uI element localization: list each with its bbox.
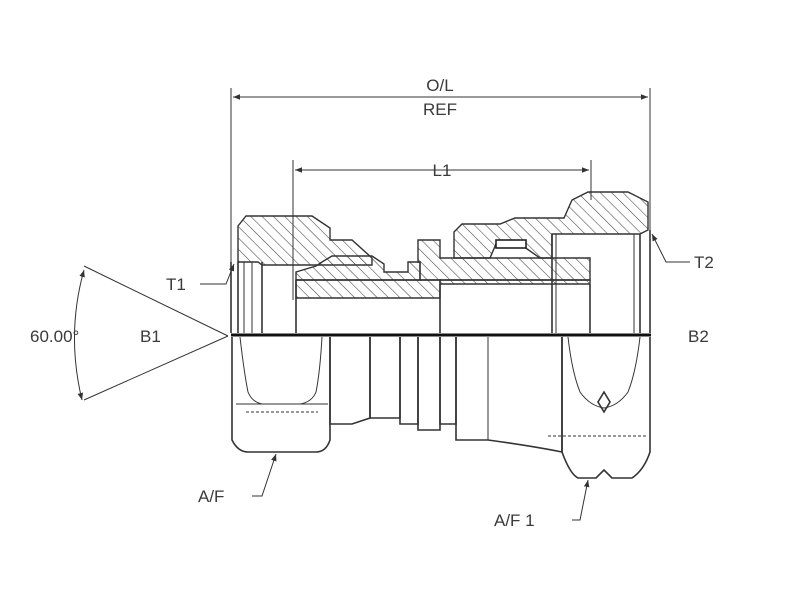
thread-2-label: T2	[694, 253, 714, 272]
left-nut-section	[237, 215, 373, 266]
across-flats-label: A/F	[198, 487, 224, 506]
reference-label: REF	[423, 100, 457, 119]
body-bore-wall	[295, 279, 441, 299]
overall-length-dimension	[230, 88, 651, 262]
across-flats-1-leader	[572, 479, 590, 521]
body-hex	[417, 337, 441, 431]
body-step-3	[399, 337, 419, 425]
across-flats-leader	[252, 453, 277, 497]
left-body-seat	[295, 255, 421, 281]
overall-length-label: O/L	[426, 76, 453, 95]
right-hex-nut	[561, 337, 651, 479]
left-hex-nut	[231, 337, 331, 453]
lower-exterior-view	[231, 336, 651, 479]
across-flats-1-label: A/F 1	[494, 511, 535, 530]
length-1-label: L1	[433, 161, 452, 180]
angle-label: 60.00°	[30, 327, 79, 346]
right-body-stem	[455, 337, 563, 453]
upper-section-view	[230, 191, 651, 333]
body-step-1	[329, 337, 371, 425]
thread-1-label: T1	[166, 275, 186, 294]
angle-dimension	[74, 265, 229, 401]
bore-2-label: B2	[688, 327, 709, 346]
thread-1-leader	[200, 263, 235, 285]
bore-1-label: B1	[140, 327, 161, 346]
thread-2-leader	[651, 233, 690, 263]
right-nut-section	[453, 191, 649, 259]
body-step-2	[369, 337, 401, 419]
